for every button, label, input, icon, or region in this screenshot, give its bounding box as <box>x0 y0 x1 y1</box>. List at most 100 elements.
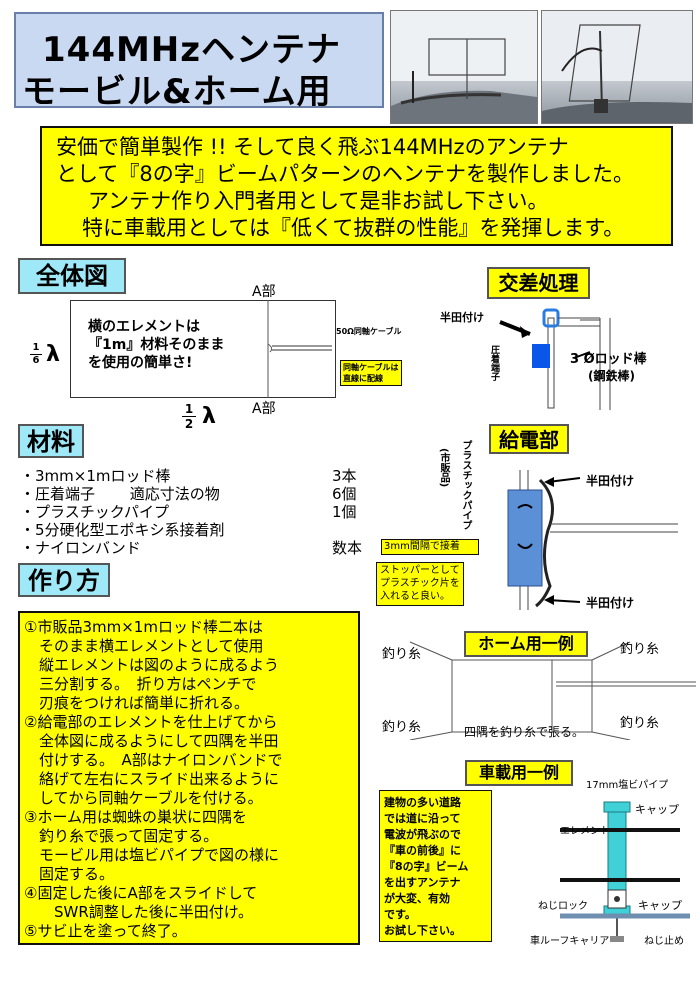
feed-stopper-note: ストッパーとして プラスチック片を 入れると良い。 <box>376 562 464 606</box>
label-a-bottom: A部 <box>252 401 276 417</box>
lambda-symbol: λ <box>46 342 60 367</box>
fraction-num: 1 <box>30 342 42 355</box>
mobile-note-line: です。 <box>384 908 416 921</box>
mobile-diagram <box>560 801 690 942</box>
feed-solder-bottom: 半田付け <box>586 596 635 610</box>
method-line: ①市販品3mm×1mロッド棒二本は <box>24 618 263 636</box>
home-diagram <box>409 641 696 740</box>
method-line: ⑤サビ止を塗って終了。 <box>24 922 187 940</box>
overall-diagram-lines <box>267 300 332 398</box>
method-line: 釣り糸で張って固定する。 <box>24 827 219 845</box>
home-line-br: 釣り糸 <box>620 716 660 731</box>
title-line2: モービル&ホーム用 <box>22 72 332 112</box>
cross-solder-label: 半田付け <box>440 311 484 324</box>
section-overall-heading: 全体図 <box>18 258 126 294</box>
mobile-note-line: 電波が飛ぶので <box>384 828 461 841</box>
materials-item: ・ナイロンバンド <box>20 539 141 557</box>
overall-note-line: 横のエレメントは <box>88 319 200 335</box>
materials-qty: 3本 <box>332 467 357 485</box>
mobile-cap-bottom: キャップ <box>638 899 682 912</box>
mobile-note-line: を出すアンテナ <box>384 876 461 889</box>
overall-note: 横のエレメントは 『1m』材料そのまま を使用の簡単さ! <box>88 318 224 372</box>
cross-rod-label: 3 Øロッド棒 (鋼鉄棒) <box>570 352 647 384</box>
method-line: 三分割する。 折り方はペンチで <box>24 675 257 693</box>
feed-pipe-label: プラスチックパイプ <box>460 440 471 530</box>
intro-box: 安価で簡単製作 !! そして良く飛ぶ144MHzのアンテナ として『8の字』ビー… <box>40 126 673 246</box>
mobile-note-line: お試し下さい。 <box>384 924 461 937</box>
home-caption: 四隅を釣り糸で張る。 <box>464 725 585 739</box>
method-line: ②給電部のエレメントを仕上げてから <box>24 713 278 731</box>
method-line: ④固定した後にA部をスライドして <box>24 884 258 902</box>
cross-rod-line: (鋼鉄棒) <box>588 369 635 383</box>
cable-label: 50Ω同軸ケーブル <box>336 327 402 336</box>
fraction-num: 1 <box>182 402 196 417</box>
feed-gap-label: 3mm間隔で接着 <box>381 539 479 555</box>
mobile-note-line: 『車の前後』に <box>384 844 461 857</box>
feed-solder-top: 半田付け <box>586 474 635 488</box>
feed-stopper-line: 入れると良い。 <box>380 591 450 602</box>
mobile-nut: ねじ止め <box>644 936 684 947</box>
method-line: SWR調整した後に半田付け。 <box>24 903 254 921</box>
section-home-heading: ホーム用一例 <box>464 631 588 657</box>
cross-crimp-label: 圧着端子 <box>489 345 499 381</box>
mobile-pipe-label: 17mm塩ビパイプ <box>586 780 669 791</box>
feed-stopper-line: ストッパーとして <box>380 565 460 576</box>
intro-line: 安価で簡単製作 !! そして良く飛ぶ144MHzのアンテナ <box>56 135 569 159</box>
label-a-top: A部 <box>252 284 276 300</box>
method-line: ③ホーム用は蜘蛛の巣状に四隅を <box>24 808 247 826</box>
fraction-one-half: 1 2 <box>182 402 196 431</box>
method-line: 全体図に成るようにして四隅を半田 <box>24 732 279 750</box>
feed-diagram <box>507 470 678 610</box>
fraction-den: 6 <box>32 355 40 366</box>
intro-line: アンテナ作り入門者用として是非お試し下さい。 <box>88 189 549 213</box>
mobile-note-line: が大変、有効 <box>384 892 450 905</box>
mobile-note-line: 『8の字』ビーム <box>384 860 469 873</box>
title-box: 144MHzヘンテナ モービル&ホーム用 <box>14 12 384 112</box>
materials-item: ・プラスチックパイプ <box>20 503 169 521</box>
materials-qty: 1個 <box>332 503 357 521</box>
cable-note-line: 直線に配線 <box>343 374 383 383</box>
home-line-bl: 釣り糸 <box>382 720 422 735</box>
section-method-heading: 作り方 <box>18 563 110 597</box>
mobile-element: エレメント <box>560 826 610 837</box>
mobile-note: 建物の多い道路 では道に沿って 電波が飛ぶので 『車の前後』に 『8の字』ビーム… <box>379 790 492 942</box>
mobile-carrier: 車ルーフキャリア <box>530 936 610 947</box>
cable-note-line: 同軸ケーブルは <box>343 363 399 372</box>
cross-rod-line: 3 Øロッド棒 <box>570 352 647 367</box>
method-line: 絡げて左右にスライド出来るように <box>24 770 280 788</box>
overall-note-line: 『1m』材料そのまま <box>88 337 225 353</box>
fraction-den: 2 <box>184 417 194 431</box>
overall-note-line: を使用の簡単さ! <box>88 355 193 371</box>
fraction-one-sixth: 1 6 <box>30 342 42 367</box>
intro-line: として『8の字』ビームパターンのヘンテナを製作しました。 <box>56 162 635 186</box>
antenna-photo-right <box>541 10 693 124</box>
overall-diagram-frame <box>70 300 336 398</box>
method-box: ①市販品3mm×1mロッド棒二本は そのまま横エレメントとして使用 縦エレメント… <box>18 611 360 945</box>
feed-pipe-sub: (市販品) <box>438 448 449 488</box>
materials-item: ・3mm×1mロッド棒 <box>20 467 171 485</box>
method-line: 固定する。 <box>24 865 115 883</box>
method-line: してから同軸ケーブルを付ける。 <box>24 789 263 807</box>
antenna-photo-left <box>390 10 538 124</box>
cross-diagram <box>499 308 611 410</box>
materials-qty: 数本 <box>332 539 363 557</box>
antenna-photo-right-drawing <box>542 11 692 123</box>
materials-qty: 6個 <box>332 485 357 503</box>
intro-line: 特に車載用としては『低くて抜群の性能』を発揮します。 <box>82 216 625 240</box>
method-line: モービル用は塩ビパイプで図の様に <box>24 846 280 864</box>
feed-stopper-line: プラスチック片を <box>380 578 460 589</box>
mobile-note-line: 建物の多い道路 <box>384 796 461 809</box>
mobile-note-line: では道に沿って <box>384 812 461 825</box>
method-line: 縦エレメントは図のように成るよう <box>24 656 280 674</box>
method-line: そのまま横エレメントとして使用 <box>24 637 264 655</box>
title-line1: 144MHzヘンテナ <box>42 30 342 70</box>
home-line-tl: 釣り糸 <box>382 647 422 662</box>
cable-note: 同軸ケーブルは 直線に配線 <box>340 360 402 386</box>
home-line-tr: 釣り糸 <box>620 642 660 657</box>
materials-item: ・圧着端子 適応寸法の物 <box>20 485 220 503</box>
lambda-symbol: λ <box>202 404 216 429</box>
section-cross-heading: 交差処理 <box>487 267 590 299</box>
section-feed-heading: 給電部 <box>489 424 569 454</box>
materials-item: ・5分硬化型エポキシ系接着剤 <box>20 521 225 539</box>
method-line: 刃痕をつければ簡単に折れる。 <box>24 694 250 712</box>
